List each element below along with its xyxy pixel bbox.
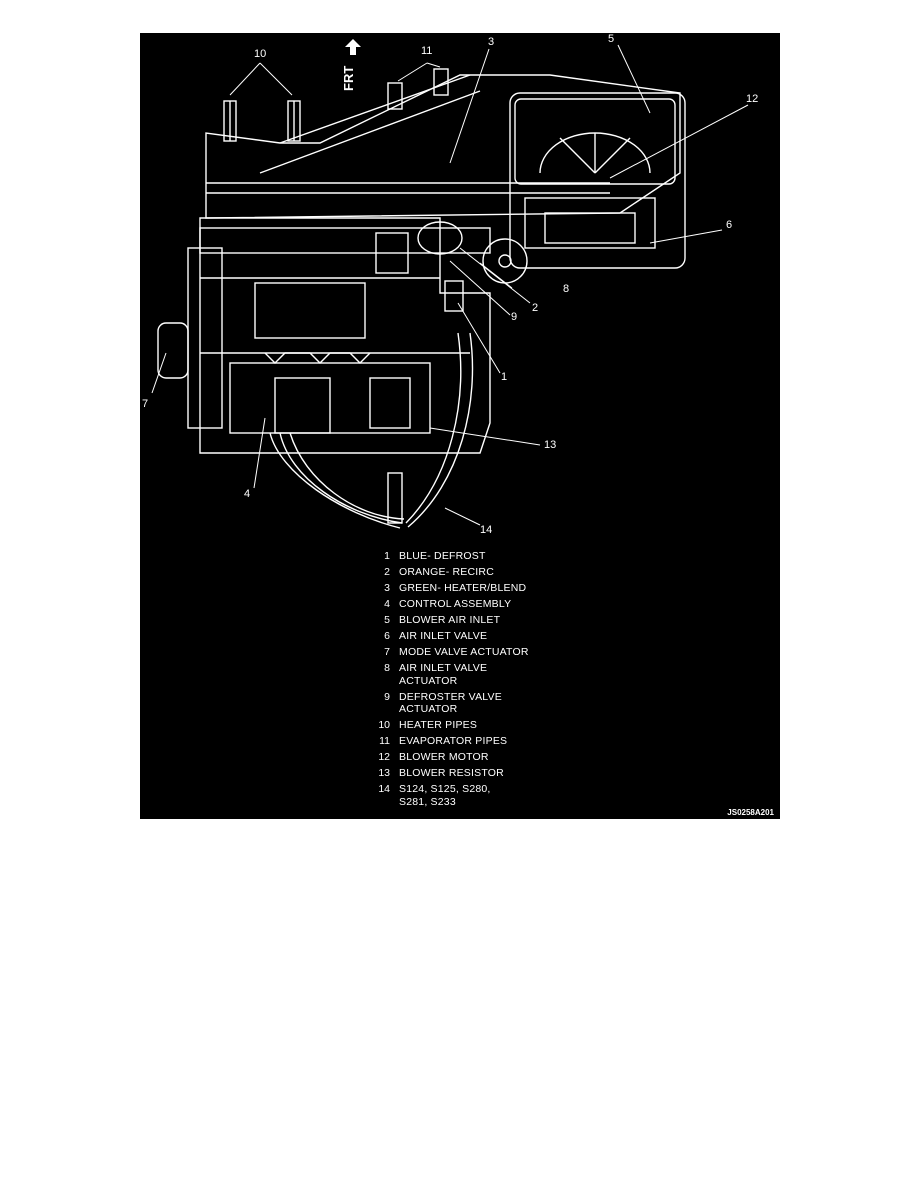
wiring-harness: [269, 332, 474, 529]
front-arrow-icon: [345, 39, 361, 55]
legend-item-number: 5: [384, 614, 390, 626]
hvac-module-drawing: [151, 39, 749, 529]
blower-assembly: [509, 92, 686, 269]
callout-12: 12: [746, 93, 759, 105]
heater-pipes: [223, 100, 301, 142]
legend-item: 13 BLOWER RESISTOR: [370, 767, 529, 780]
legend-item-number: 6: [384, 630, 390, 642]
hvac-housing: [187, 74, 681, 454]
legend-item-number: 10: [378, 719, 390, 731]
legend-item-number: 13: [378, 767, 390, 779]
legend-item-label: BLOWER MOTOR: [399, 751, 489, 763]
callout-14: 14: [480, 524, 493, 536]
legend-item-label: HEATER PIPES: [399, 719, 478, 731]
legend-item-number: 2: [384, 566, 390, 578]
legend-item: 3 GREEN- HEATER/BLEND: [370, 582, 529, 595]
legend-item-number: 8: [384, 662, 390, 674]
legend-item-number: 9: [384, 690, 390, 703]
legend-item: 10 HEATER PIPES: [370, 719, 529, 732]
legend-item-number: 14: [378, 783, 390, 795]
callout-13: 13: [544, 439, 557, 451]
legend-item-label: BLOWER RESISTOR: [399, 767, 504, 779]
legend-item: 11 EVAPORATOR PIPES: [370, 735, 529, 748]
legend-item: 5 BLOWER AIR INLET: [370, 614, 529, 627]
legend: 1 BLUE- DEFROST 2 ORANGE- RECIRC 3 GREEN- HEA…: [370, 550, 529, 812]
legend-item: 14 S124, S125, S280, S281, S233: [370, 783, 529, 808]
legend-item-label: CONTROL ASSEMBLY: [399, 598, 512, 610]
callout-2: 2: [532, 302, 539, 314]
legend-item-label: BLUE- DEFROST: [399, 550, 486, 562]
callout-4: 4: [244, 488, 251, 500]
legend-item-number: 4: [384, 598, 390, 610]
callout-3: 3: [488, 36, 495, 48]
legend-item-number: 11: [379, 735, 390, 747]
legend-item: 9 DEFROSTER VALVE ACTUATOR: [370, 691, 529, 716]
front-direction-label: FRT: [341, 65, 356, 91]
callout-11: 11: [421, 45, 433, 57]
legend-item: 8 AIR INLET VALVE ACTUATOR: [370, 662, 529, 687]
legend-item: 4 CONTROL ASSEMBLY: [370, 598, 529, 611]
callout-5: 5: [608, 33, 615, 45]
legend-item-label: ORANGE- RECIRC: [399, 566, 494, 578]
callout-9: 9: [511, 311, 518, 323]
legend-item: 2 ORANGE- RECIRC: [370, 566, 529, 579]
legend-item: 1 BLUE- DEFROST: [370, 550, 529, 563]
evaporator-pipes: [387, 68, 449, 110]
legend-item-number: 1: [384, 550, 390, 562]
legend-item-number: 3: [384, 582, 390, 594]
callout-10: 10: [254, 48, 267, 60]
legend-item-label: S124, S125, S280, S281, S233: [399, 783, 491, 808]
legend-item: 7 MODE VALVE ACTUATOR: [370, 646, 529, 659]
legend-item: 12 BLOWER MOTOR: [370, 751, 529, 764]
legend-item-label: GREEN- HEATER/BLEND: [399, 582, 527, 594]
legend-item-label: AIR INLET VALVE: [399, 630, 488, 642]
callout-7: 7: [142, 398, 149, 410]
legend-item-label: MODE VALVE ACTUATOR: [399, 646, 529, 658]
image-code: JS0258A201: [727, 808, 774, 817]
legend-item-label: DEFROSTER VALVE ACTUATOR: [399, 690, 502, 716]
legend-item-number: 12: [378, 751, 390, 763]
callout-8: 8: [563, 283, 570, 295]
legend-item-label: EVAPORATOR PIPES: [399, 735, 508, 747]
legend-item-label: BLOWER AIR INLET: [399, 614, 501, 626]
legend-item-label: AIR INLET VALVE ACTUATOR: [399, 662, 488, 687]
legend-item: 6 AIR INLET VALVE: [370, 630, 529, 643]
leader-lines: [151, 44, 749, 526]
callout-1: 1: [501, 371, 508, 383]
callout-6: 6: [726, 219, 733, 231]
legend-item-number: 7: [384, 646, 390, 658]
